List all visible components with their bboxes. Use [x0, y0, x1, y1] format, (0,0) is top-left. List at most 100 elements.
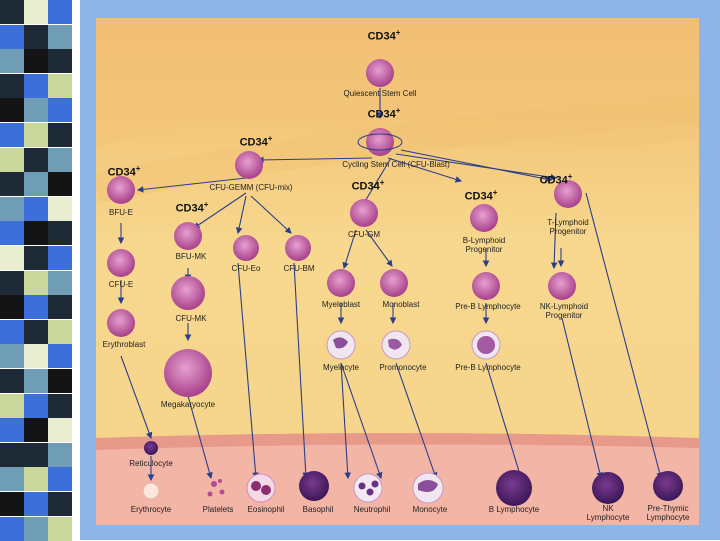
- decorative-strip: [0, 0, 72, 541]
- strip-square: [24, 221, 48, 246]
- label-eosinophil: Eosinophil: [247, 505, 285, 514]
- hematopoiesis-diagram: CD34+ CD34+ CD34+ CD34+ CD34+ CD34+ CD34…: [96, 18, 699, 525]
- t-lymphoid-cell: [554, 180, 582, 208]
- basophil-cell: [299, 471, 329, 501]
- strip-square: [0, 123, 24, 147]
- stem-cells: [107, 59, 582, 455]
- strip-square: [24, 246, 48, 270]
- strip-square: [48, 172, 72, 197]
- label-erythrocyte: Erythrocyte: [130, 505, 172, 514]
- strip-square: [0, 270, 24, 295]
- strip-square: [24, 24, 48, 49]
- label-cfu-gemm: CFU-GEMM (CFU-mix): [209, 183, 293, 192]
- label-reticulocyte: Reticulocyte: [129, 459, 173, 468]
- strip-square: [24, 492, 48, 516]
- strip-square: [0, 147, 24, 172]
- label-megakaryocyte: Megakaryocyte: [160, 400, 216, 409]
- strip-square: [24, 393, 48, 418]
- strip-square: [48, 98, 72, 123]
- strip-square: [24, 516, 48, 541]
- cd34-label-cycling: CD34+: [367, 106, 401, 121]
- cfu-eo-cell: [233, 235, 259, 261]
- label-cycling: Cycling Stem Cell (CFU-Blast): [342, 160, 450, 169]
- strip-square: [24, 270, 48, 295]
- pre-thymic-cell: [653, 471, 683, 501]
- cfu-bm-cell: [285, 235, 311, 261]
- monoblast-cell: [380, 269, 408, 297]
- cd34-label-quiescent: CD34+: [367, 28, 401, 43]
- strip-square: [48, 418, 72, 443]
- label-erythroblast: Erythroblast: [102, 340, 146, 349]
- label-promonocyte: Promonocyte: [379, 363, 427, 372]
- strip-square: [48, 24, 72, 49]
- strip-square: [24, 196, 48, 221]
- strip-square: [0, 516, 24, 541]
- cfu-gemm-cell: [235, 151, 263, 179]
- strip-square: [48, 467, 72, 492]
- label-nk-lymphocyte: NK Lymphocyte: [586, 504, 630, 522]
- strip-square: [24, 0, 48, 24]
- strip-square: [24, 172, 48, 197]
- strip-square: [48, 295, 72, 320]
- strip-square: [0, 24, 24, 49]
- strip-square: [48, 369, 72, 393]
- strip-square: [24, 49, 48, 74]
- megakaryocyte-cell: [164, 349, 212, 397]
- strip-square: [0, 369, 24, 393]
- strip-square: [0, 196, 24, 221]
- strip-square: [24, 295, 48, 320]
- b-lymphocyte-cell: [496, 470, 532, 506]
- strip-square: [0, 492, 24, 516]
- label-monoblast: Monoblast: [382, 300, 420, 309]
- label-monocyte: Monocyte: [412, 505, 448, 514]
- strip-square: [0, 49, 24, 74]
- diagram-canvas: [96, 18, 699, 525]
- strip-square: [0, 98, 24, 123]
- label-cfu-e: CFU-E: [108, 280, 134, 289]
- upper-band: [96, 18, 699, 151]
- label-quiescent: Quiescent Stem Cell: [343, 89, 417, 98]
- label-myelocyte: Myelocyte: [322, 363, 360, 372]
- strip-square: [48, 0, 72, 24]
- erythroblast-cell: [107, 309, 135, 337]
- cfu-mk-cell: [171, 276, 205, 310]
- label-pre-b: Pre-B Lymphocyte: [455, 363, 521, 372]
- strip-square: [0, 467, 24, 492]
- cd34-label-cfu-gemm: CD34+: [239, 134, 273, 149]
- label-cfu-eo: CFU-Eo: [231, 264, 261, 273]
- strip-square: [48, 73, 72, 98]
- label-pre-thymic: Pre-Thymic Lymphocyte: [646, 504, 690, 522]
- strip-square: [48, 270, 72, 295]
- strip-square: [0, 0, 24, 24]
- cd34-label-b-lymphoid: CD34+: [464, 188, 498, 203]
- label-pro-b: Pre-B Lymphocyte: [455, 302, 521, 311]
- strip-square: [24, 98, 48, 123]
- bfu-mk-cell: [174, 222, 202, 250]
- bfu-e-cell: [107, 176, 135, 204]
- strip-square: [0, 295, 24, 320]
- label-t-lymphoid: T-Lymphoid Progenitor: [547, 218, 589, 236]
- nk-lymphoid-cell: [548, 272, 576, 300]
- label-cfu-bm: CFU-BM: [283, 264, 315, 273]
- strip-square: [0, 442, 24, 467]
- strip-square: [48, 492, 72, 516]
- strip-square: [48, 516, 72, 541]
- strip-square: [48, 319, 72, 344]
- strip-square: [24, 147, 48, 172]
- strip-square: [24, 418, 48, 443]
- strip-square: [48, 221, 72, 246]
- label-b-lymphocyte: B Lymphocyte: [488, 505, 540, 514]
- mature-cells: [142, 470, 683, 506]
- strip-square: [24, 123, 48, 147]
- cd34-label-cfu-gm: CD34+: [351, 178, 385, 193]
- strip-square: [48, 123, 72, 147]
- label-basophil: Basophil: [302, 505, 334, 514]
- label-neutrophil: Neutrophil: [353, 505, 391, 514]
- strip-square: [0, 73, 24, 98]
- quiescent-stem-cell: [366, 59, 394, 87]
- strip-square: [24, 442, 48, 467]
- neutrophil-cell: [353, 473, 383, 503]
- strip-square: [0, 172, 24, 197]
- myeloblast-cell: [327, 269, 355, 297]
- strip-square: [48, 196, 72, 221]
